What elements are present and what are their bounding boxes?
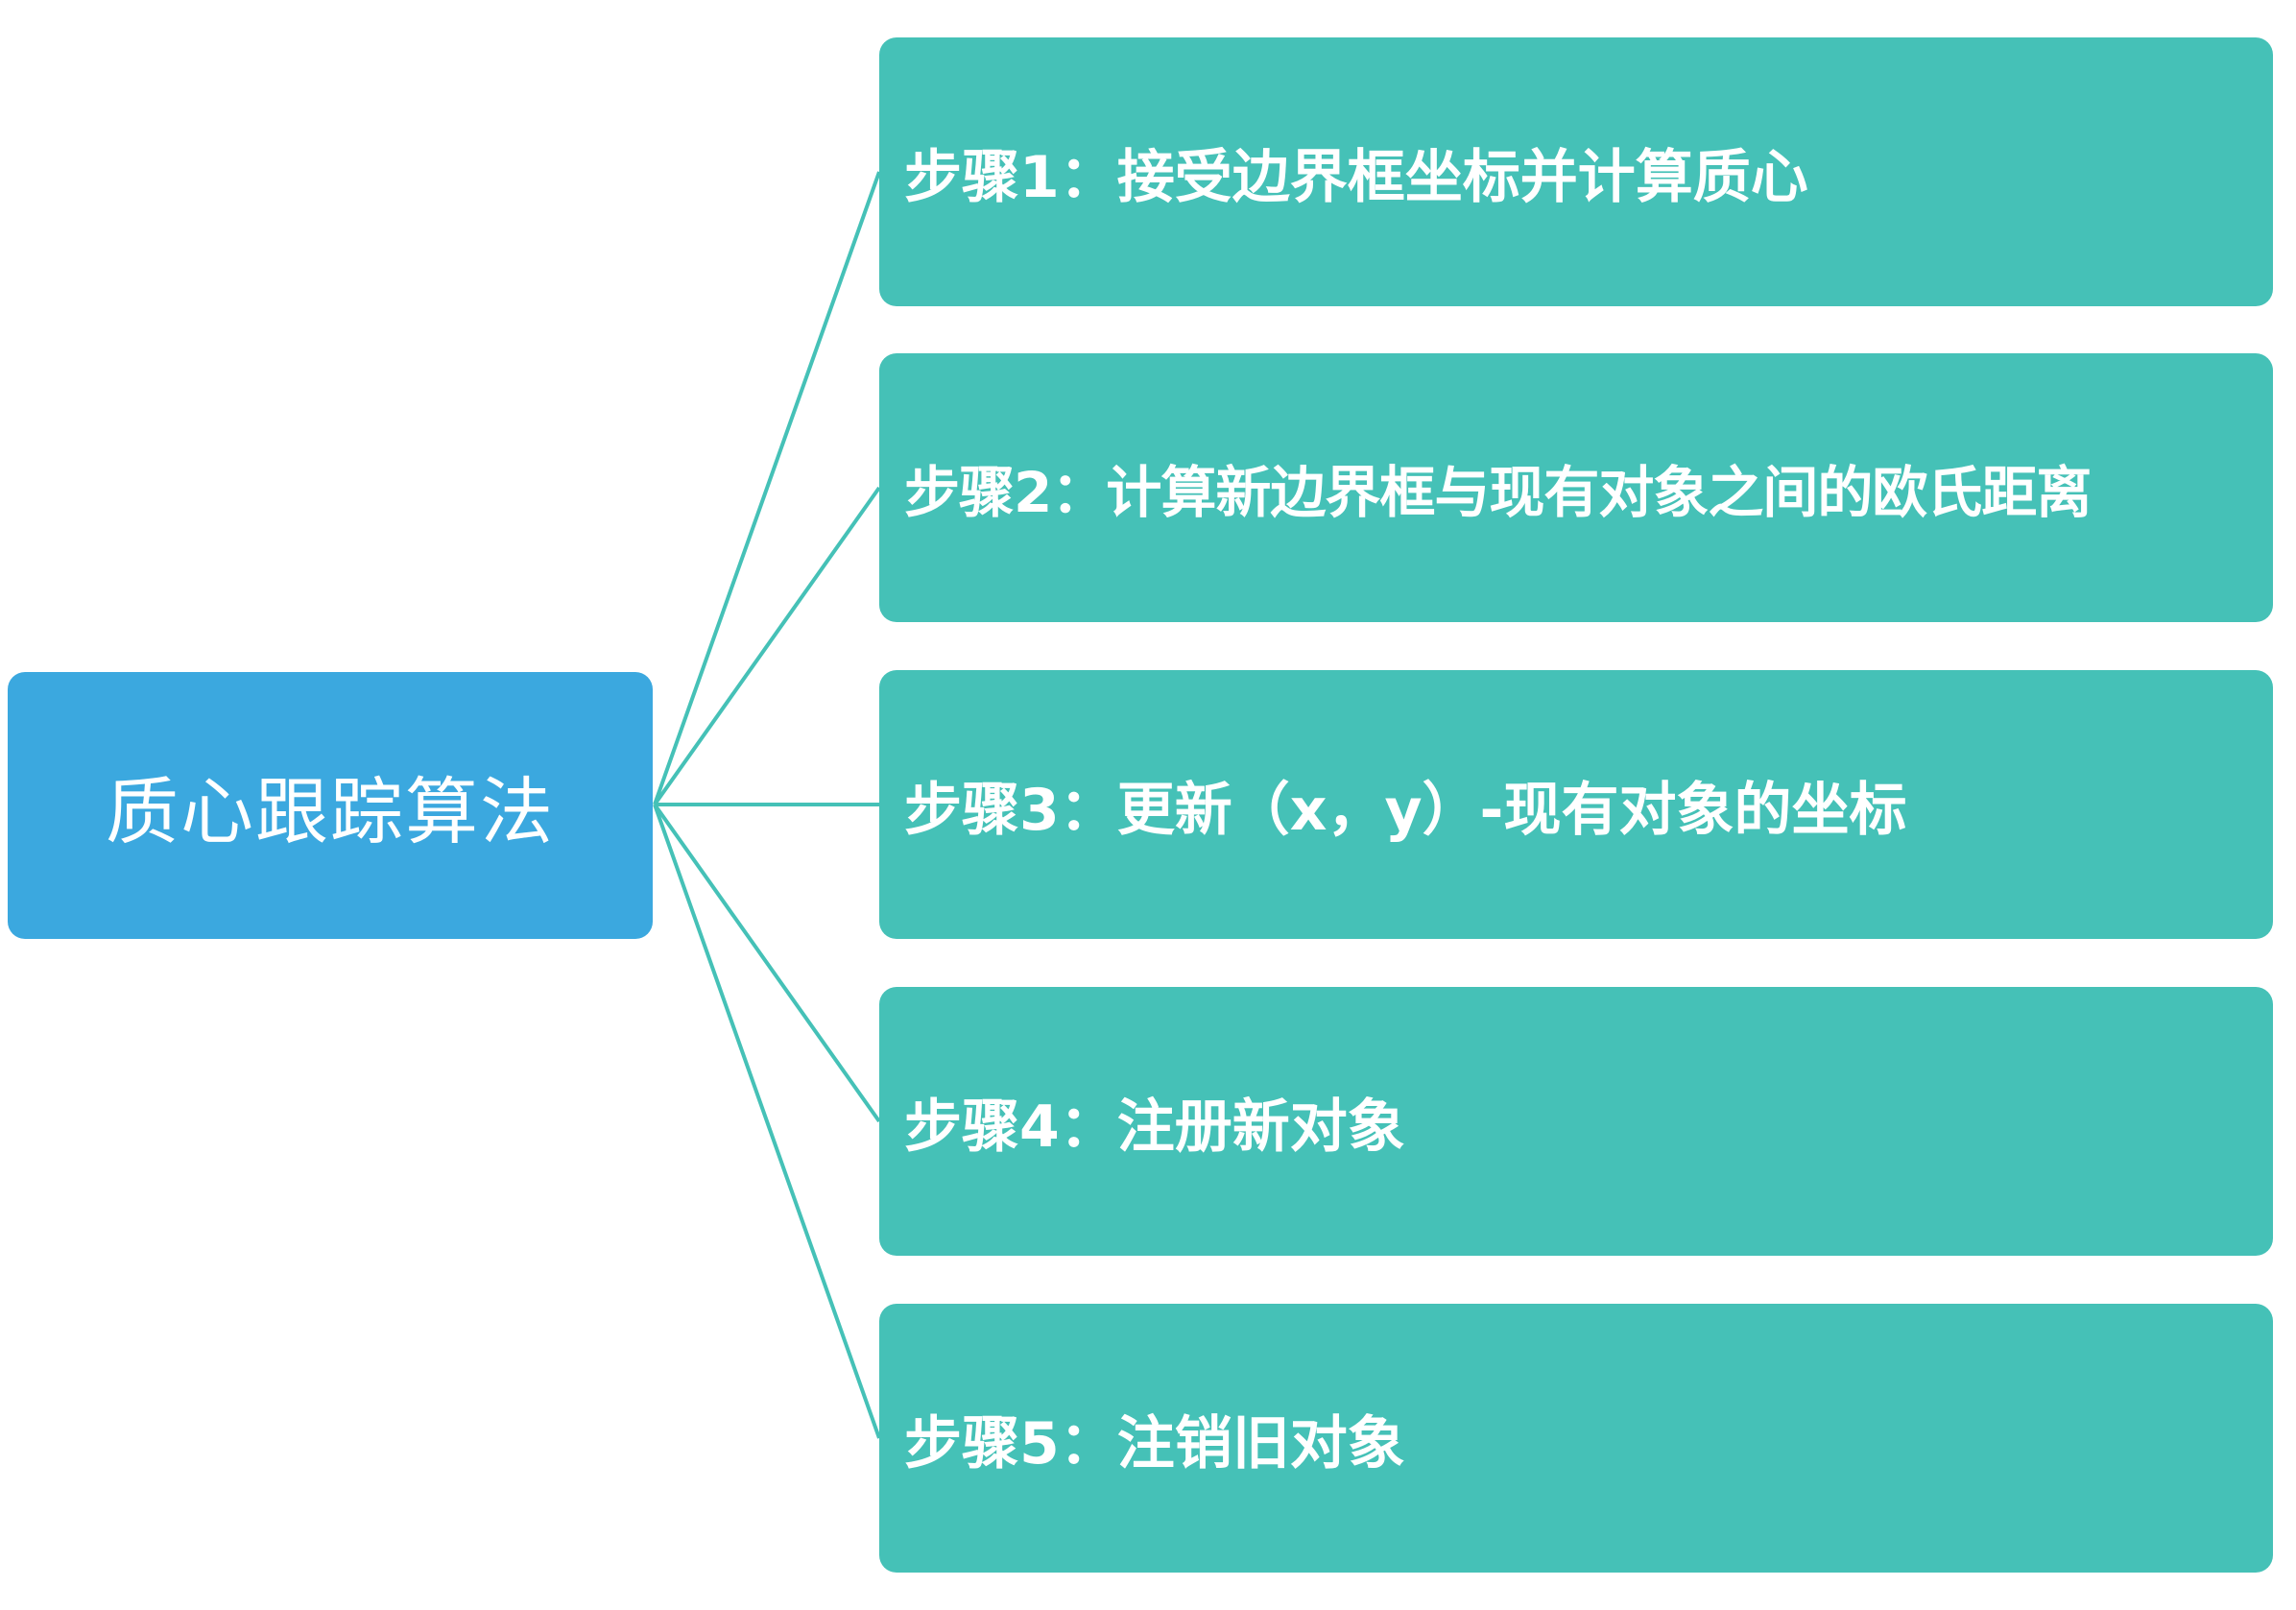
- connector-to-step-4: [653, 803, 881, 1123]
- connector-to-step-5: [653, 804, 881, 1439]
- step-node-4: 步骤4：注册新对象: [879, 987, 2273, 1256]
- step-node-2: 步骤2：计算新边界框与现有对象之间的欧氏距离: [879, 353, 2273, 622]
- step-node-4-label: 步骤4：注册新对象: [904, 1093, 1405, 1161]
- step-node-3: 步骤3：更新（x，y）-现有对象的坐标: [879, 670, 2273, 939]
- connector-to-step-2: [653, 486, 881, 806]
- root-node-label: 质心跟踪算法: [106, 769, 555, 854]
- step-node-2-label: 步骤2：计算新边界框与现有对象之间的欧氏距离: [904, 460, 2092, 525]
- step-node-1-label: 步骤1：接受边界框坐标并计算质心: [904, 143, 1808, 211]
- step-node-1: 步骤1：接受边界框坐标并计算质心: [879, 37, 2273, 306]
- step-node-5-label: 步骤5：注销旧对象: [904, 1409, 1405, 1478]
- step-node-3-label: 步骤3：更新（x，y）-现有对象的坐标: [904, 776, 1907, 844]
- connector-to-step-1: [653, 171, 881, 805]
- root-node: 质心跟踪算法: [8, 672, 653, 939]
- step-node-5: 步骤5：注销旧对象: [879, 1304, 2273, 1573]
